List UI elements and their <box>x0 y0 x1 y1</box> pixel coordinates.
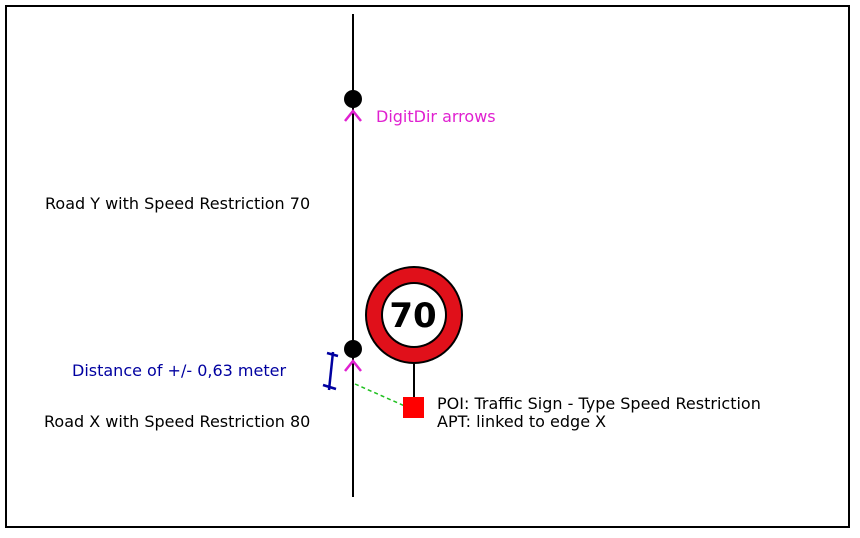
diagram-frame <box>5 5 850 528</box>
sign-speed-value: 70 <box>389 296 436 336</box>
poi-link-line <box>354 383 408 408</box>
poi-marker <box>403 397 424 418</box>
poi-label: POI: Traffic Sign - Type Speed Restricti… <box>437 394 761 413</box>
digitdir-arrow-lower <box>344 358 362 372</box>
distance-label: Distance of +/- 0,63 meter <box>72 361 287 380</box>
distance-bracket <box>322 351 339 391</box>
road-x-label: Road X with Speed Restriction 80 <box>44 412 311 431</box>
apt-label: APT: linked to edge X <box>437 412 607 431</box>
road-y-label: Road Y with Speed Restriction 70 <box>45 194 311 213</box>
digitdir-arrow-upper <box>344 108 362 122</box>
road-node-lower <box>344 340 362 358</box>
speed-limit-sign-icon: 70 <box>365 266 463 364</box>
digitdir-label: DigitDir arrows <box>376 107 496 126</box>
road-node-upper <box>344 90 362 108</box>
